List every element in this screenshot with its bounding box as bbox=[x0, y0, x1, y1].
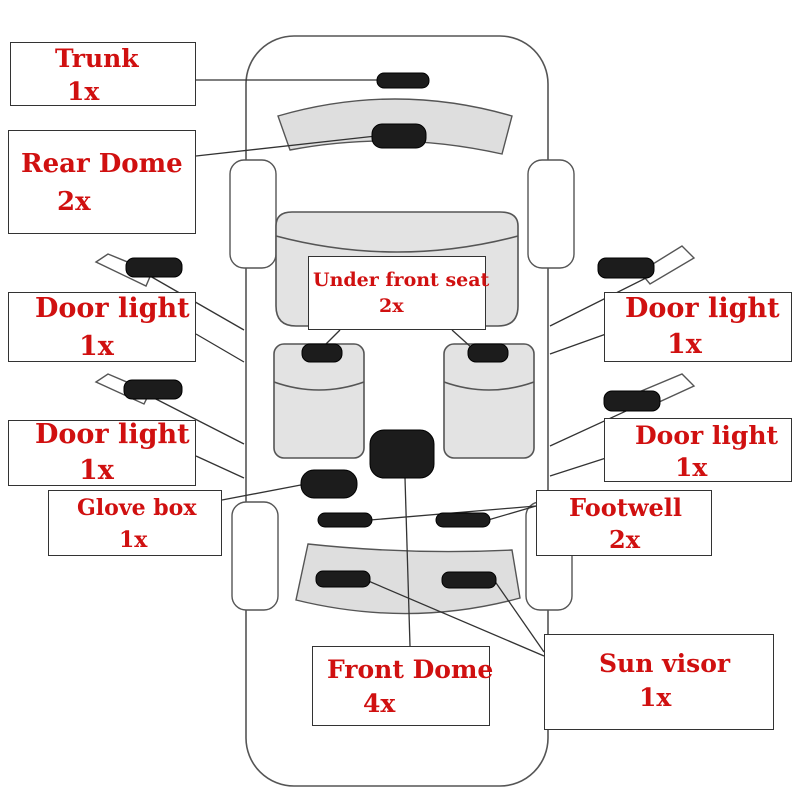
label-rear-dome-name: Rear Dome bbox=[21, 149, 183, 179]
label-footwell: Footwell 2x bbox=[536, 490, 712, 556]
label-footwell-name: Footwell bbox=[569, 493, 682, 522]
label-glove-box-count: 1x bbox=[119, 527, 148, 553]
label-rear-dome: Rear Dome 2x bbox=[8, 130, 196, 234]
bulbs bbox=[123, 72, 661, 589]
label-door-light-front-right-count: 1x bbox=[675, 453, 708, 482]
label-door-light-rear-right-count: 1x bbox=[667, 329, 702, 360]
mirror-rear-right bbox=[638, 245, 696, 285]
bulb-door-rear-left bbox=[125, 257, 183, 278]
label-door-light-rear-right-name: Door light bbox=[625, 293, 780, 324]
bulb-trunk bbox=[376, 72, 430, 89]
label-door-light-front-left-count: 1x bbox=[79, 455, 114, 486]
leader-lines bbox=[149, 79, 651, 657]
front-seat-left-top bbox=[273, 381, 365, 391]
label-under-front-seat: Under front seat 2x bbox=[308, 256, 490, 330]
bulb-under-seat-right bbox=[467, 343, 509, 363]
label-under-front-seat-name: Under front seat bbox=[313, 269, 490, 291]
bulb-door-rear-right bbox=[597, 257, 655, 279]
label-door-light-rear-right: Door light 1x bbox=[604, 292, 792, 362]
label-front-dome-name: Front Dome bbox=[327, 655, 494, 684]
front-seat-right-top bbox=[443, 381, 535, 391]
label-trunk-count: 1x bbox=[67, 77, 100, 106]
label-door-light-front-left-name: Door light bbox=[35, 419, 190, 450]
label-door-light-front-left: Door light 1x bbox=[8, 419, 196, 486]
label-front-dome: Front Dome 4x bbox=[312, 646, 494, 726]
bulb-footwell-right bbox=[435, 512, 491, 528]
label-door-light-front-right-name: Door light bbox=[635, 421, 779, 450]
label-trunk: Trunk 1x bbox=[10, 42, 196, 106]
label-under-front-seat-count: 2x bbox=[379, 295, 404, 317]
label-door-light-rear-left-name: Door light bbox=[35, 293, 190, 324]
bulb-front-dome-right bbox=[441, 571, 497, 589]
wheel-rear-right bbox=[527, 159, 575, 269]
label-sun-visor-name: Sun visor bbox=[599, 649, 731, 678]
bulb-footwell-left bbox=[317, 512, 373, 528]
label-door-light-rear-left-count: 1x bbox=[79, 331, 114, 362]
label-front-dome-count: 4x bbox=[363, 689, 396, 718]
bulb-glove-box bbox=[300, 469, 358, 499]
rear-seat-top bbox=[275, 235, 519, 253]
bulb-rear-dome bbox=[371, 123, 427, 149]
label-glove-box: Glove box 1x bbox=[48, 490, 222, 556]
label-rear-dome-count: 2x bbox=[57, 187, 91, 217]
bulb-center-console bbox=[369, 429, 435, 479]
label-sun-visor: Sun visor 1x bbox=[544, 634, 774, 730]
label-footwell-count: 2x bbox=[609, 525, 641, 554]
bulb-front-dome-left bbox=[315, 570, 371, 588]
label-trunk-name: Trunk bbox=[55, 44, 139, 73]
wheel-front-left bbox=[231, 501, 279, 611]
label-sun-visor-count: 1x bbox=[639, 683, 672, 712]
car-body-outline bbox=[245, 35, 549, 787]
label-glove-box-name: Glove box bbox=[77, 495, 197, 521]
bulb-door-front-right bbox=[603, 390, 661, 412]
label-door-light-front-right: Door light 1x bbox=[604, 418, 792, 482]
bulb-door-front-left bbox=[123, 379, 183, 400]
label-door-light-rear-left: Door light 1x bbox=[8, 292, 196, 362]
wheel-rear-left bbox=[229, 159, 277, 269]
bulb-under-seat-left bbox=[301, 343, 343, 363]
